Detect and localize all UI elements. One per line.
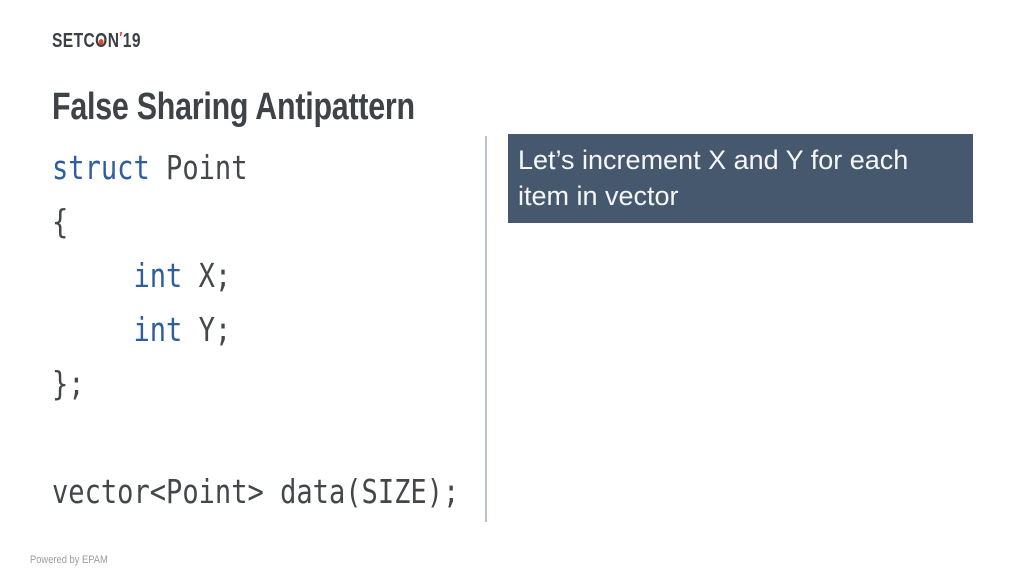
code-text: { bbox=[52, 202, 69, 241]
code-text: Y; bbox=[182, 310, 232, 349]
logo-text-before-o: SETC bbox=[52, 30, 96, 52]
callout-line-1: Let’s increment X and Y for each bbox=[518, 145, 909, 175]
logo-prime-mark: ′ bbox=[119, 30, 123, 47]
code-text bbox=[52, 256, 133, 295]
code-line: { bbox=[52, 195, 459, 249]
code-text bbox=[52, 310, 133, 349]
code-text: Point bbox=[149, 148, 248, 187]
code-line: int Y; bbox=[52, 303, 459, 357]
powered-by-footer: Powered by EPAM bbox=[30, 554, 108, 566]
slide-title: False Sharing Antipattern bbox=[52, 86, 415, 128]
code-keyword: struct bbox=[52, 148, 150, 187]
code-block: struct Point { int X; int Y;}; vector<Poi… bbox=[52, 141, 459, 519]
code-line: }; bbox=[52, 357, 459, 411]
logo-red-dot-icon bbox=[99, 39, 104, 46]
logo-text-after-o: N bbox=[107, 30, 120, 52]
code-text: }; bbox=[52, 364, 85, 403]
logo-letter-o: O bbox=[95, 30, 108, 53]
code-line: vector<Point> data(SIZE); bbox=[52, 465, 459, 519]
vertical-divider bbox=[485, 136, 487, 522]
code-keyword: int bbox=[133, 256, 183, 295]
code-keyword: int bbox=[133, 310, 183, 349]
code-line: struct Point bbox=[52, 141, 459, 195]
code-text: vector<Point> data(SIZE); bbox=[52, 472, 460, 511]
code-text: X; bbox=[182, 256, 232, 295]
code-line: int X; bbox=[52, 249, 459, 303]
code-line bbox=[52, 411, 459, 465]
setcon-logo: SETCON′19 bbox=[52, 30, 141, 53]
callout-line-2: item in vector bbox=[518, 181, 679, 211]
logo-year: 19 bbox=[122, 30, 141, 52]
callout-box: Let’s increment X and Y for each item in… bbox=[508, 134, 973, 223]
